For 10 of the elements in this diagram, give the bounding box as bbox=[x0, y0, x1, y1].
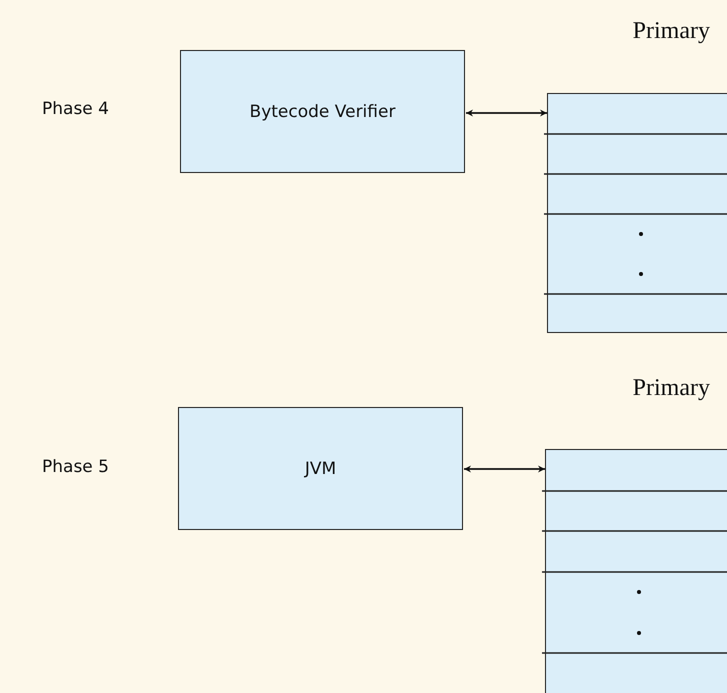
box-label: JVM bbox=[304, 458, 336, 478]
memory-heading: Primary bbox=[632, 18, 710, 45]
process-box bbox=[180, 50, 465, 173]
double-arrow bbox=[464, 466, 545, 472]
double-arrow bbox=[466, 110, 547, 116]
memory-heading: Primary bbox=[632, 375, 710, 402]
phase-label: Phase 5 bbox=[42, 457, 109, 477]
phase-label: Phase 4 bbox=[42, 99, 109, 119]
process-box bbox=[178, 407, 463, 530]
box-label: Bytecode Verifier bbox=[250, 102, 396, 122]
